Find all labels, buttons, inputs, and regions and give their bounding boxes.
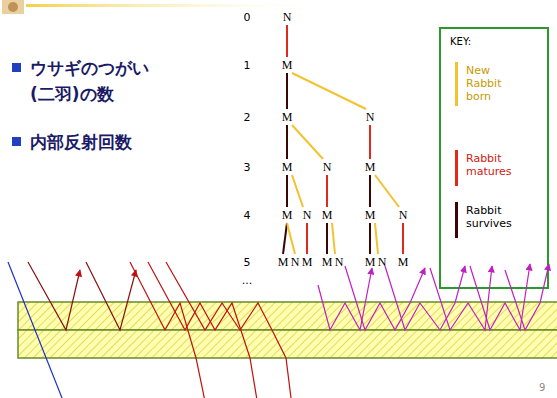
tree-link: [375, 175, 399, 207]
rabbit-letter: N: [366, 111, 375, 123]
generation-number: 0: [244, 11, 251, 24]
icon-shape: [2, 0, 24, 14]
reflected-ray: [345, 266, 425, 330]
tree-link: [287, 223, 295, 254]
legend-text: New Rabbit born: [466, 64, 526, 103]
tree-link: [326, 175, 328, 207]
bullet-text: ウサギのつがい (二羽)の数: [30, 55, 190, 107]
tree-link: [292, 125, 323, 159]
tree-link: [292, 175, 303, 207]
corner-icon: [2, 0, 24, 14]
tree-link: [369, 125, 371, 159]
generation-number: 1: [244, 59, 251, 72]
page-number: 9: [539, 382, 545, 393]
rabbit-letter: M: [322, 209, 333, 221]
rabbit-letter: M: [365, 161, 376, 173]
plate: [18, 330, 557, 358]
bullet-square: [12, 63, 21, 72]
tree-link: [283, 223, 287, 254]
rabbit-letter: M: [282, 59, 293, 71]
tree-link: [369, 223, 371, 254]
reflected-ray: [385, 266, 465, 330]
tree-link: [286, 175, 288, 207]
rabbit-letter: N: [378, 256, 387, 268]
tree-link: [332, 223, 335, 254]
bullet-square: [12, 137, 21, 146]
continuation-mark: ...: [242, 274, 253, 287]
tree-link: [402, 223, 404, 254]
tree-link: [369, 175, 371, 207]
reflected-ray: [505, 264, 549, 330]
legend-text: Rabbit survives: [466, 204, 526, 230]
reflected-ray: [130, 262, 206, 398]
tree-lines: [283, 25, 403, 254]
legend-heading: KEY:: [450, 36, 471, 47]
reflected-ray: [86, 262, 136, 330]
tree-link: [326, 223, 328, 254]
light-rays: [8, 262, 549, 398]
legend-swatch: [455, 202, 458, 238]
transmitted-ray: [8, 262, 66, 398]
tree-link: [375, 223, 378, 254]
rabbit-letter: M: [278, 256, 289, 268]
reflected-ray: [148, 262, 258, 398]
reflected-ray: [318, 268, 372, 330]
rabbit-letter: N: [335, 256, 344, 268]
generation-number: 4: [244, 209, 251, 222]
top-bar: [26, 4, 336, 7]
rabbit-letter: M: [282, 161, 293, 173]
legend-text: Rabbit matures: [466, 152, 526, 178]
rabbit-letter: N: [291, 256, 300, 268]
tree-link: [292, 73, 366, 109]
rabbit-letter: M: [302, 256, 313, 268]
icon-shape: [8, 2, 18, 12]
reflected-ray: [28, 262, 80, 330]
tree-link: [286, 125, 288, 159]
rabbit-letter: N: [283, 11, 292, 23]
rabbit-letter: N: [323, 161, 332, 173]
reflected-ray: [166, 262, 292, 398]
bullet-text: 内部反射回数: [30, 129, 230, 155]
legend-swatch: [455, 62, 458, 106]
rabbit-letter: N: [399, 209, 408, 221]
legend-frame: [440, 28, 548, 288]
rabbit-letter: M: [322, 256, 333, 268]
rabbit-letter: M: [282, 209, 293, 221]
reflected-ray: [430, 266, 492, 330]
generation-number: 2: [244, 111, 251, 124]
tree-link: [286, 73, 288, 109]
rabbit-letter: M: [365, 256, 376, 268]
rabbit-letter: M: [282, 111, 293, 123]
reflected-ray: [470, 264, 530, 330]
rabbit-letter: M: [365, 209, 376, 221]
generation-number: 5: [244, 256, 251, 269]
rabbit-letter: N: [303, 209, 312, 221]
rabbit-letter: M: [398, 256, 409, 268]
glass-plates: [18, 302, 557, 358]
tree-link: [286, 25, 288, 57]
generation-number: 3: [244, 161, 251, 174]
legend-swatch: [455, 150, 458, 186]
tree-link: [306, 223, 308, 254]
